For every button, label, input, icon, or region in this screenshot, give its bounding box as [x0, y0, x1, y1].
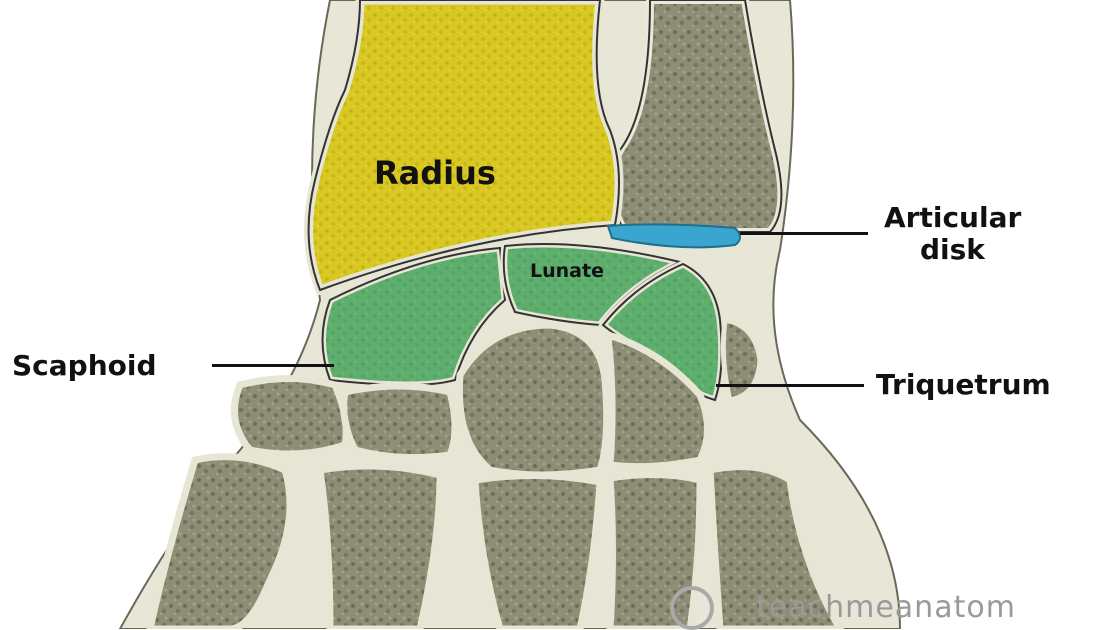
leader-articular-disk: [740, 232, 868, 235]
label-lunate: Lunate: [530, 262, 604, 281]
label-articular-disk-line1: Articular: [884, 204, 1021, 232]
watermark-logo: [670, 586, 714, 630]
leader-triquetrum: [716, 384, 864, 387]
trapezoid-bone: [344, 386, 455, 458]
label-radius: Radius: [374, 157, 496, 189]
label-triquetrum: Triquetrum: [876, 371, 1051, 399]
metacarpal-2: [320, 466, 440, 629]
label-scaphoid: Scaphoid: [12, 352, 157, 380]
label-articular-disk-line2: disk: [920, 236, 985, 264]
watermark-text: teachmeanatom: [756, 590, 1016, 625]
trapezium-bone: [234, 379, 346, 455]
metacarpal-3: [475, 475, 600, 629]
leader-scaphoid: [212, 364, 334, 367]
capitate-bone: [459, 325, 606, 475]
